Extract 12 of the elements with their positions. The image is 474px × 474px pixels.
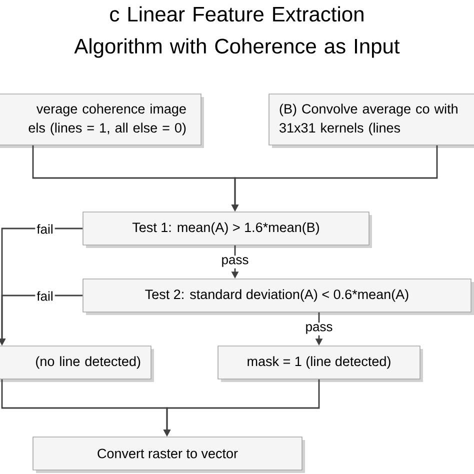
edge-label: fail [35, 222, 55, 236]
edge-label: pass [304, 322, 334, 336]
edge-label: fail [35, 290, 55, 302]
process-box: Test 2: standard deviation(A) < 0.6*mean(A) [82, 278, 472, 312]
process-box: mask = 1 (line detected) [218, 346, 420, 380]
edge-label: pass [220, 256, 250, 268]
process-box: Convert raster to vector [32, 436, 302, 470]
process-box: (B) Convolve average co with 31x31 kernels (lines [268, 94, 474, 146]
title: c Linear Feature Extraction Algorithm with Coherence as Input [74, 6, 400, 58]
process-box: (no line detected) [0, 346, 152, 380]
process-box: Test 1: mean(A) > 1.6*mean(B) [82, 212, 370, 246]
process-box: verage coherence image els (lines = 1, all else = 0) [0, 94, 202, 146]
